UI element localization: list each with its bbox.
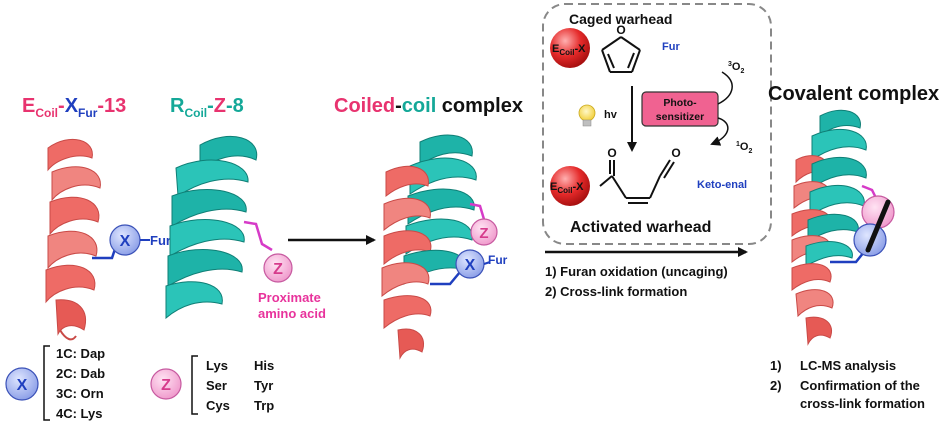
covalent-z-linker [861,184,878,199]
x-options-bracket [43,345,50,421]
z-option-lys: Lys [206,358,228,373]
z-option-trp: Trp [254,398,274,413]
triplet-o2-label: 3O2 [728,61,744,75]
z-option-ser: Ser [206,378,227,393]
ecoil-xfur-13-title: ECoil-XFur-13 [22,95,126,120]
ecoil-coil-sub: Coil [559,48,574,57]
x-option-4c: 4C: Lys [56,406,102,421]
ecoil-x-activated-label: ECoil-X [550,181,584,195]
title-dash: - [395,95,402,117]
title-complex: complex [436,95,523,117]
title-r: R [170,95,185,117]
o2-sub: 2 [740,68,744,75]
proximate-label-line1: Proximate [258,290,321,305]
ecoil-e: E [552,43,559,55]
z-residue-label: Z [273,261,283,278]
complex-helices [381,134,477,360]
analysis-num-2: 2) [770,378,782,393]
covalent-complex-title: Covalent complex [768,83,939,105]
o2-o: O [740,141,749,153]
title-x: X [65,95,79,117]
analysis-num-1: 1) [770,358,782,373]
complex-x-linker [430,271,461,286]
photo-sensitizer-line2: sensitizer [656,111,704,123]
title-e: E [22,95,35,117]
title-coil-sub: Coil [35,106,58,120]
keto-enal-structure [599,159,675,204]
analysis-cross-link: cross-link formation [800,396,925,411]
title-z: Z [214,95,226,117]
singlet-o2-label: 1O2 [736,141,752,155]
proximate-label-line2: amino acid [258,306,326,321]
complex-x-label: X [465,257,476,274]
z-option-his: His [254,358,274,373]
photo-sensitizer-box [641,91,719,127]
ecoil-ball-activated [550,166,590,206]
x-residue-label: X [120,233,131,250]
z-options-badge-label: Z [161,377,171,394]
caged-warhead-title: Caged warhead [569,11,672,27]
keto-o2-label: O [671,146,680,160]
coiled-coil-complex-title: Coiled-coil complex [334,95,523,117]
rcoil-helix [165,136,258,320]
ecoil-helix [45,138,101,341]
z-options-badge [150,368,182,400]
title-num: -8 [226,95,244,117]
z-option-tyr: Tyr [254,378,273,393]
hv-label: hv [604,109,618,121]
x-option-2c: 2C: Dab [56,366,105,381]
o2-o: O [732,61,741,73]
ecoil-ball-caged [550,28,590,68]
step-furan-oxidation: 1) Furan oxidation (uncaging) [545,264,728,279]
o2-sup: 3 [728,61,732,68]
ecoil-e: E [550,181,557,193]
keto-enal-label: Keto-enal [697,179,747,191]
analysis-lcms: LC-MS analysis [800,358,896,373]
rcoil-z-8-title: RCoil-Z-8 [170,95,244,120]
ecoil-x-caged-label: ECoil-X [552,43,586,57]
covalent-helices [791,109,867,346]
z-linker [243,220,273,252]
covalent-x-linker [830,251,865,264]
analysis-confirmation: Confirmation of the [800,378,920,393]
title-coiled: Coiled [334,95,395,117]
x-option-1c: 1C: Dap [56,346,105,361]
step-cross-link: 2) Cross-link formation [545,284,687,299]
ecoil-x: -X [572,181,584,193]
singlet-o2-curve [710,117,729,146]
x-option-3c: 3C: Orn [56,386,104,401]
fur-label: Fur [150,233,171,248]
light-bulb-icon [578,104,596,127]
title-coil-sub: Coil [184,106,207,120]
furan-ring [601,36,641,73]
o2-sub: 2 [748,148,752,155]
title-fur-sub: Fur [78,106,98,120]
activated-warhead-title: Activated warhead [570,219,711,236]
o2-sup: 1 [736,141,740,148]
title-coil: coil [402,95,436,117]
fur-tag: Fur [662,41,680,53]
x-options-badge [5,367,39,401]
x-options-badge-label: X [17,377,28,394]
z-residue-badge [263,253,293,283]
z-options-bracket [191,355,198,415]
triplet-o2-curve [717,71,733,105]
photo-sensitizer-line1: Photo- [663,97,697,109]
z-option-cys: Cys [206,398,230,413]
complex-z-badge [470,218,498,246]
cross-link-bond [865,199,891,253]
furan-o-label: O [616,23,625,37]
title-num: -13 [97,95,126,117]
ecoil-x: -X [574,43,586,55]
complex-z-label: Z [479,225,488,242]
title-dash: - [58,95,65,117]
keto-o1-label: O [607,146,616,160]
ecoil-coil-sub: Coil [557,186,572,195]
title-dash: - [207,95,214,117]
complex-fur-label: Fur [488,253,508,267]
complex-fur-bond [483,261,491,265]
